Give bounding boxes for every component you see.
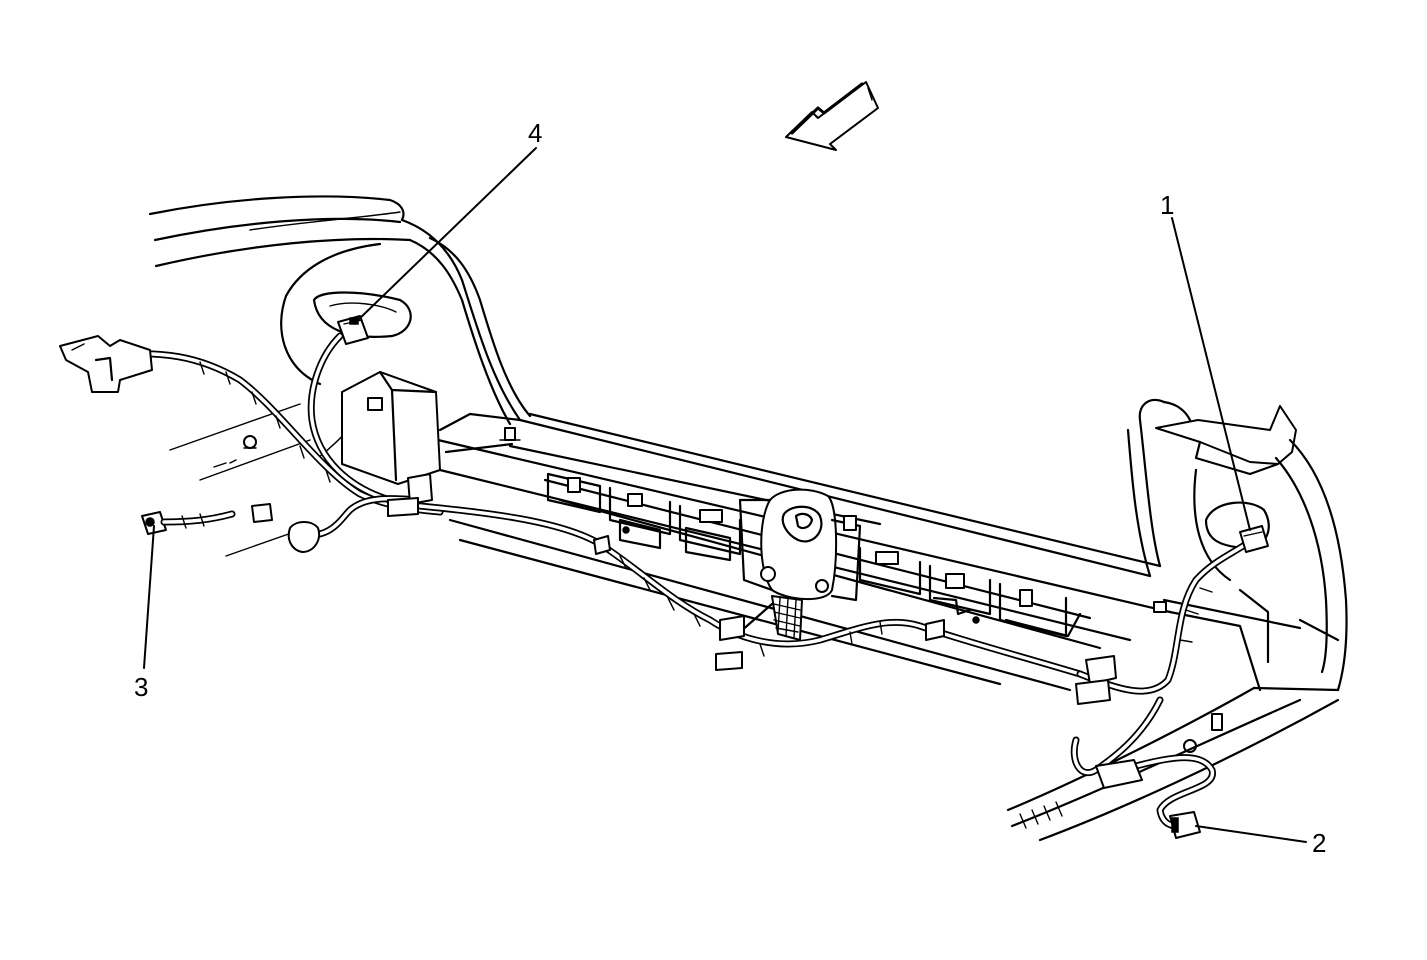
left-harness-lead — [59, 335, 320, 553]
leader-lines — [143, 147, 1307, 843]
hatched-bracket — [738, 595, 803, 641]
bolt-studs — [499, 427, 1167, 624]
callout-4: 4 — [528, 118, 542, 148]
callout-1: 1 — [1160, 190, 1174, 220]
connector-3 — [141, 510, 236, 535]
harness-clips — [387, 473, 1143, 789]
forward-arrow-icon — [785, 81, 879, 151]
connector-1 — [1239, 525, 1269, 553]
connector-2 — [1169, 811, 1201, 839]
latch-striker — [738, 488, 862, 602]
wiring-harness — [106, 332, 1256, 830]
callout-3: 3 — [134, 672, 148, 702]
lower-sill — [1006, 686, 1340, 842]
left-quarter-panel — [148, 195, 532, 426]
connector-4 — [337, 315, 369, 345]
callout-2: 2 — [1312, 828, 1326, 858]
